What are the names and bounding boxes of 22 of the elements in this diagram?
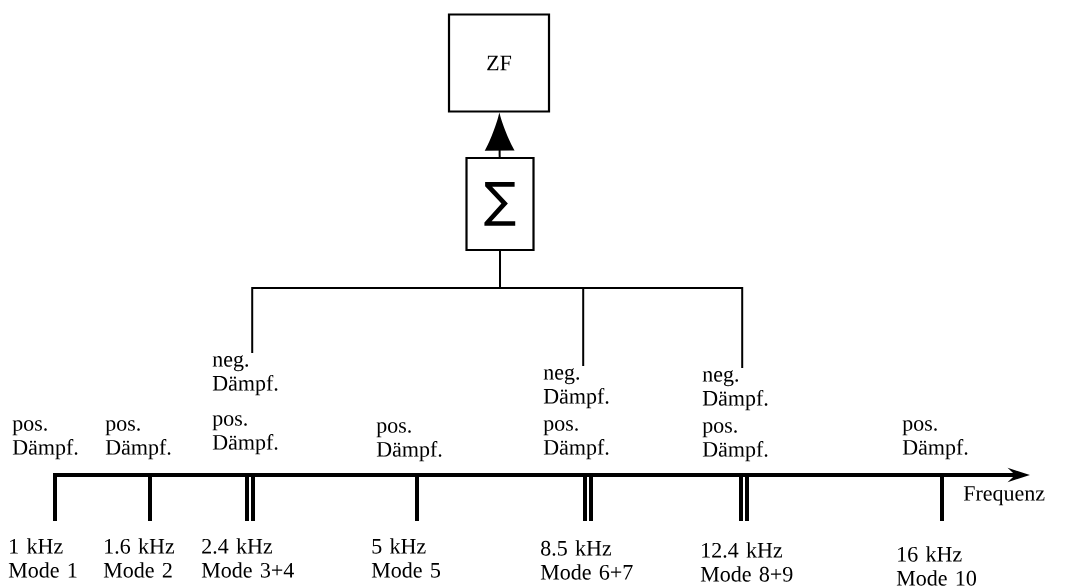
damping-label: neg. Dämpf. bbox=[212, 355, 278, 396]
frequency-label: 1.6 kHz Mode 2 bbox=[103, 538, 175, 578]
damping-label: pos. Dämpf. bbox=[12, 420, 78, 460]
damping-label: pos. Dämpf. bbox=[543, 420, 609, 460]
summation-box: ∑ bbox=[465, 156, 535, 252]
damping-label: pos. Dämpf. bbox=[376, 422, 442, 462]
frequency-label: 5 kHz Mode 5 bbox=[371, 538, 440, 578]
damping-label: pos. Dämpf. bbox=[212, 415, 278, 455]
frequency-label: 1 kHz Mode 1 bbox=[8, 538, 77, 578]
frequency-label: 8.5 kHz Mode 6+7 bbox=[540, 540, 633, 580]
damping-label: pos. Dämpf. bbox=[702, 422, 768, 462]
damping-label: pos. Dämpf. bbox=[902, 420, 968, 460]
damping-label: neg. Dämpf. bbox=[702, 370, 768, 411]
arrow bbox=[485, 115, 514, 158]
process-box: ZF bbox=[447, 13, 551, 113]
frequency-label: 12.4 kHz Mode 8+9 bbox=[700, 542, 793, 582]
frequency-label: 2.4 kHz Mode 3+4 bbox=[201, 538, 294, 578]
axis-label: Frequenz bbox=[963, 486, 1045, 506]
damping-label: neg. Dämpf. bbox=[543, 368, 609, 409]
frequency-label: 16 kHz Mode 10 bbox=[896, 546, 976, 586]
damping-label: pos. Dämpf. bbox=[105, 420, 171, 460]
connector-line bbox=[499, 250, 744, 369]
